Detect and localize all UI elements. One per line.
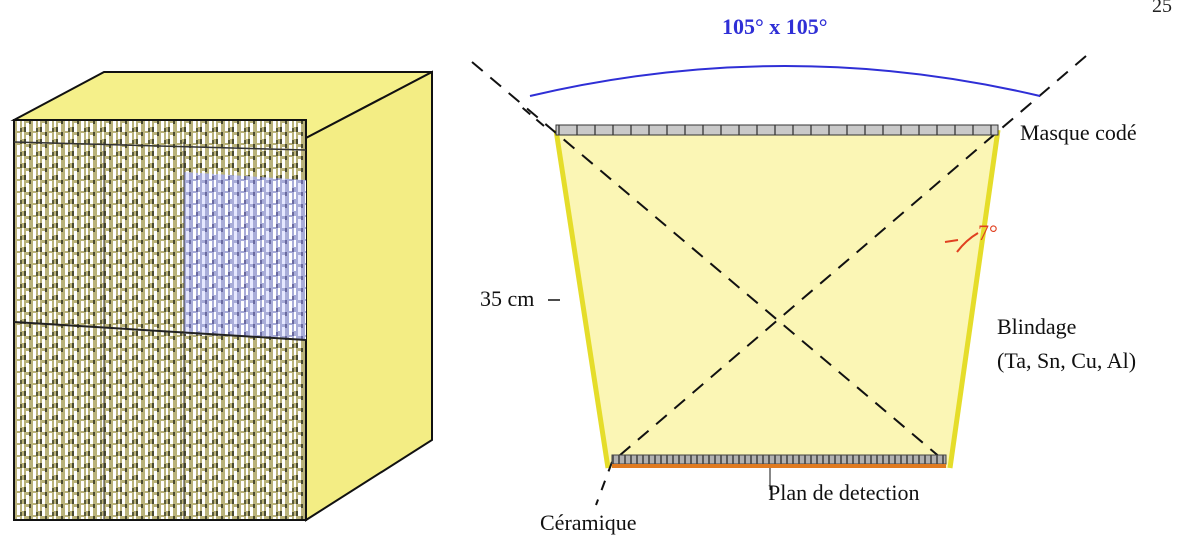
page-number: 25	[1152, 0, 1172, 17]
highlighted-module	[184, 172, 306, 340]
shielding-materials: (Ta, Sn, Cu, Al)	[997, 348, 1136, 373]
shield-right	[947, 129, 1001, 469]
mask-label: Masque codé	[1020, 120, 1137, 145]
cube-side-face	[305, 70, 433, 522]
shielding-title: Blindage	[997, 314, 1076, 339]
telescope-section	[471, 55, 1087, 506]
fov-label: 105° x 105°	[722, 14, 828, 39]
detection-plane-label: Plan de detection	[768, 480, 920, 505]
fov-line-2	[611, 55, 1087, 463]
height-label: 35 cm	[480, 286, 534, 311]
fov-arc	[529, 65, 1041, 97]
shield-left	[553, 129, 611, 469]
telescope-volume	[556, 130, 998, 468]
ceramic-label: Céramique	[540, 510, 637, 535]
module-divider	[13, 141, 307, 151]
ceramic-layer	[612, 464, 946, 468]
module-divider	[13, 321, 307, 341]
detection-plane	[611, 454, 947, 465]
angle-tick	[944, 239, 959, 243]
angle-label: 7°	[978, 220, 998, 245]
fov-line-1	[471, 61, 949, 465]
angle-arc	[956, 232, 979, 253]
coded-mask	[555, 124, 999, 136]
fov-line-ext	[595, 461, 613, 506]
fov-line-ext	[517, 103, 545, 127]
detector-cube	[10, 70, 433, 522]
